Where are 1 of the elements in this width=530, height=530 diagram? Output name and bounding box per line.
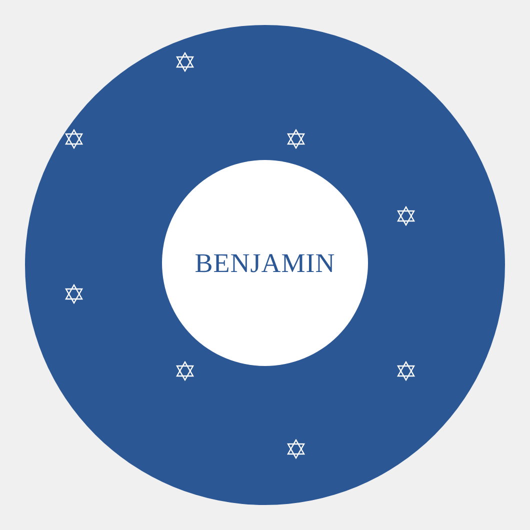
name-text: BENJAMIN: [194, 248, 336, 278]
